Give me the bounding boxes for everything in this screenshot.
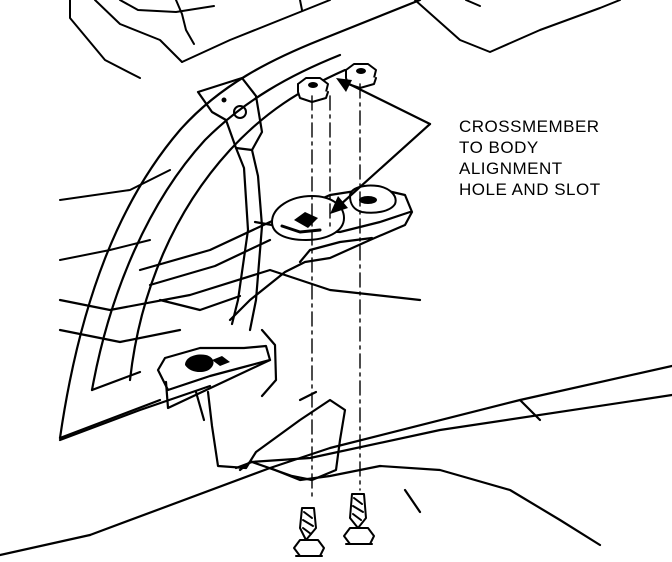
alignment-callout-label: CROSSMEMBER TO BODY ALIGNMENT HOLE AND S…: [459, 116, 601, 200]
body-hanger-bracket: [196, 76, 264, 332]
bolt-centerlines: [311, 83, 361, 501]
hex-nut-left: [297, 77, 329, 103]
alignment-slot: [359, 196, 377, 204]
bolt-right: [343, 493, 375, 545]
callout-line-2: TO BODY: [459, 138, 539, 157]
callout-line-4: HOLE AND SLOT: [459, 180, 601, 199]
callout-line-3: ALIGNMENT: [459, 159, 563, 178]
lower-frame-rail: [0, 268, 672, 557]
bolt-left: [293, 507, 325, 557]
arrowhead-to-hole: [330, 196, 348, 214]
hanger-bolt-hole: [221, 97, 227, 103]
arrowhead-to-slot: [336, 78, 352, 92]
callout-leaders: [338, 80, 432, 207]
lower-mount-bracket: [156, 328, 347, 482]
callout-line-1: CROSSMEMBER: [459, 117, 600, 136]
